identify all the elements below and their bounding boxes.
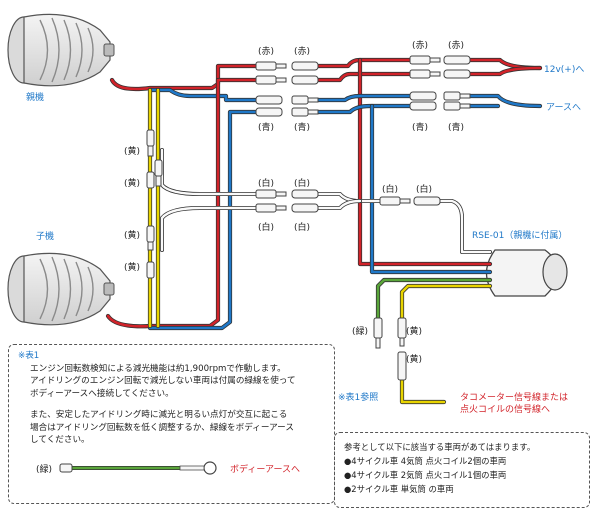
to-ground-label: アースへ xyxy=(546,103,581,113)
yellow-label-6: (黄) xyxy=(406,353,422,365)
note-box xyxy=(8,344,335,504)
connectors xyxy=(146,55,471,381)
note-green-wire xyxy=(59,461,217,475)
red-label-1: (赤) xyxy=(258,46,274,57)
note-line-5: 場合はアイドリング回転数を低く調整するか、緑線をボディーアース xyxy=(30,422,294,433)
white-label-4: (白) xyxy=(294,221,310,233)
note-line-6: してください。 xyxy=(30,435,90,445)
red-label-2: (赤) xyxy=(294,46,310,57)
blue-label-4: (青) xyxy=(448,121,464,133)
yellow-label-4: (黄) xyxy=(124,261,140,273)
blue-label-3: (青) xyxy=(412,121,428,133)
white-label-3: (白) xyxy=(258,221,274,233)
slave-horn xyxy=(7,252,115,326)
tacho-label-1: タコメーター信号線または xyxy=(460,391,568,403)
note-line-2: アイドリングのエンジン回転で減光しない車両は付属の緑線を使って xyxy=(30,376,296,386)
note-line-1: エンジン回転数検知による減光機能は約1,900rpmで作動します。 xyxy=(30,363,286,374)
reference-text: 参考として以下に該当する車両があてはまります。 ●4サイクル車 4気筒 点火コイ… xyxy=(344,440,535,496)
reference-item-2: ●4サイクル車 2気筒 点火コイル1個の車両 xyxy=(344,470,507,480)
yellow-label-2: (黄) xyxy=(124,177,140,189)
table1-ref-label: ※表1参照 xyxy=(338,391,378,403)
tacho-label-2: 点火コイルの信号線へ xyxy=(460,403,550,415)
master-horn xyxy=(7,13,115,87)
red-label-4: (赤) xyxy=(448,40,464,51)
white-label-6: (白) xyxy=(416,183,432,195)
yellow-label-3: (黄) xyxy=(124,229,140,241)
unit-label: RSE-01（親機に付属） xyxy=(472,229,567,241)
green-label: (緑) xyxy=(352,325,368,337)
note-line-4: また、安定したアイドリング時に減光と明るい点灯が交互に起こる xyxy=(30,410,288,420)
slave-label: 子機 xyxy=(36,230,54,242)
reference-item-3: ●2サイクル車 単気筒 の車両 xyxy=(344,484,454,494)
reference-title: 参考として以下に該当する車両があてはまります。 xyxy=(344,442,536,452)
white-label-1: (白) xyxy=(258,177,274,189)
white-label-2: (白) xyxy=(294,177,310,189)
note-line-3: ボディーアースへ接続してください。 xyxy=(30,388,174,399)
note-text: ※表1 エンジン回転数検知による減光機能は約1,900rpmで作動します。 アイ… xyxy=(18,350,296,447)
note-green-label: (緑) xyxy=(36,463,52,475)
blue-label-2: (青) xyxy=(294,121,310,133)
white-label-5: (白) xyxy=(382,183,398,195)
master-label: 親機 xyxy=(26,91,44,103)
note-heading: ※表1 xyxy=(18,351,40,361)
reference-box xyxy=(334,432,590,508)
reference-item-1: ●4サイクル車 4気筒 点火コイル2個の車両 xyxy=(344,456,507,466)
red-label-3: (赤) xyxy=(412,40,428,51)
yellow-label-5: (黄) xyxy=(406,325,422,337)
yellow-label-1: (黄) xyxy=(124,145,140,157)
note-body-ground-label: ボディーアースへ xyxy=(230,463,300,475)
to-12v-label: 12v(+)へ xyxy=(544,65,584,75)
blue-label-1: (青) xyxy=(258,121,274,133)
rse01-unit xyxy=(485,249,568,297)
